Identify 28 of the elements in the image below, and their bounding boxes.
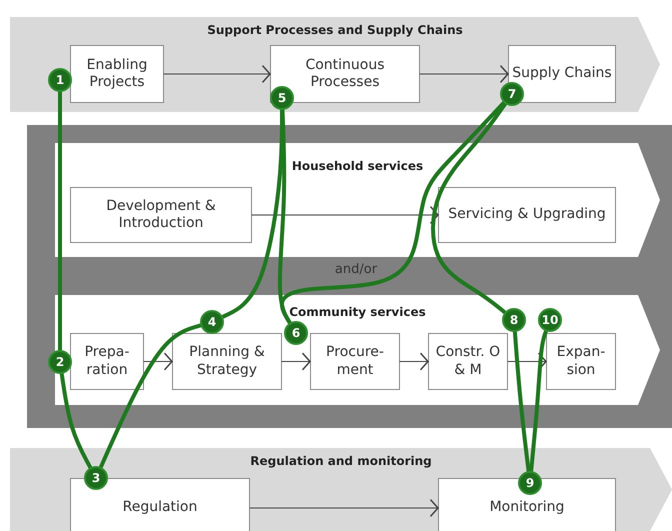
chevron-arrow [420,64,509,84]
route-line [512,330,531,474]
process-box: Development & Introduction [70,187,252,243]
chevron-arrow [282,352,311,371]
process-box: Enabling Projects [70,45,164,103]
band-title: Support Processes and Supply Chains [206,23,464,37]
process-box: Constr. O & M [428,333,508,390]
route-line [98,323,202,470]
process-box: Servicing & Upgrading [438,187,616,243]
band-title: Community services [288,305,427,319]
route-line [58,90,62,352]
chevron-arrow [252,206,439,224]
chevron-arrow [250,498,439,518]
route-line [60,372,92,470]
process-box: Expan-sion [546,333,616,390]
chevron-arrow [164,64,271,84]
chevron-arrow [400,352,429,371]
process-box: Procure-ment [310,333,400,390]
band-title: Household services [290,159,424,173]
route-line [431,102,508,314]
connector-label: and/or [334,262,378,277]
process-box: Planning & Strategy [172,333,282,390]
route-line [529,329,548,474]
band-title: Regulation and monitoring [249,454,433,468]
process-box: Prepa-ration [70,333,144,390]
chevron-arrow [144,352,173,371]
route-line [280,100,506,325]
route-line [220,108,284,319]
